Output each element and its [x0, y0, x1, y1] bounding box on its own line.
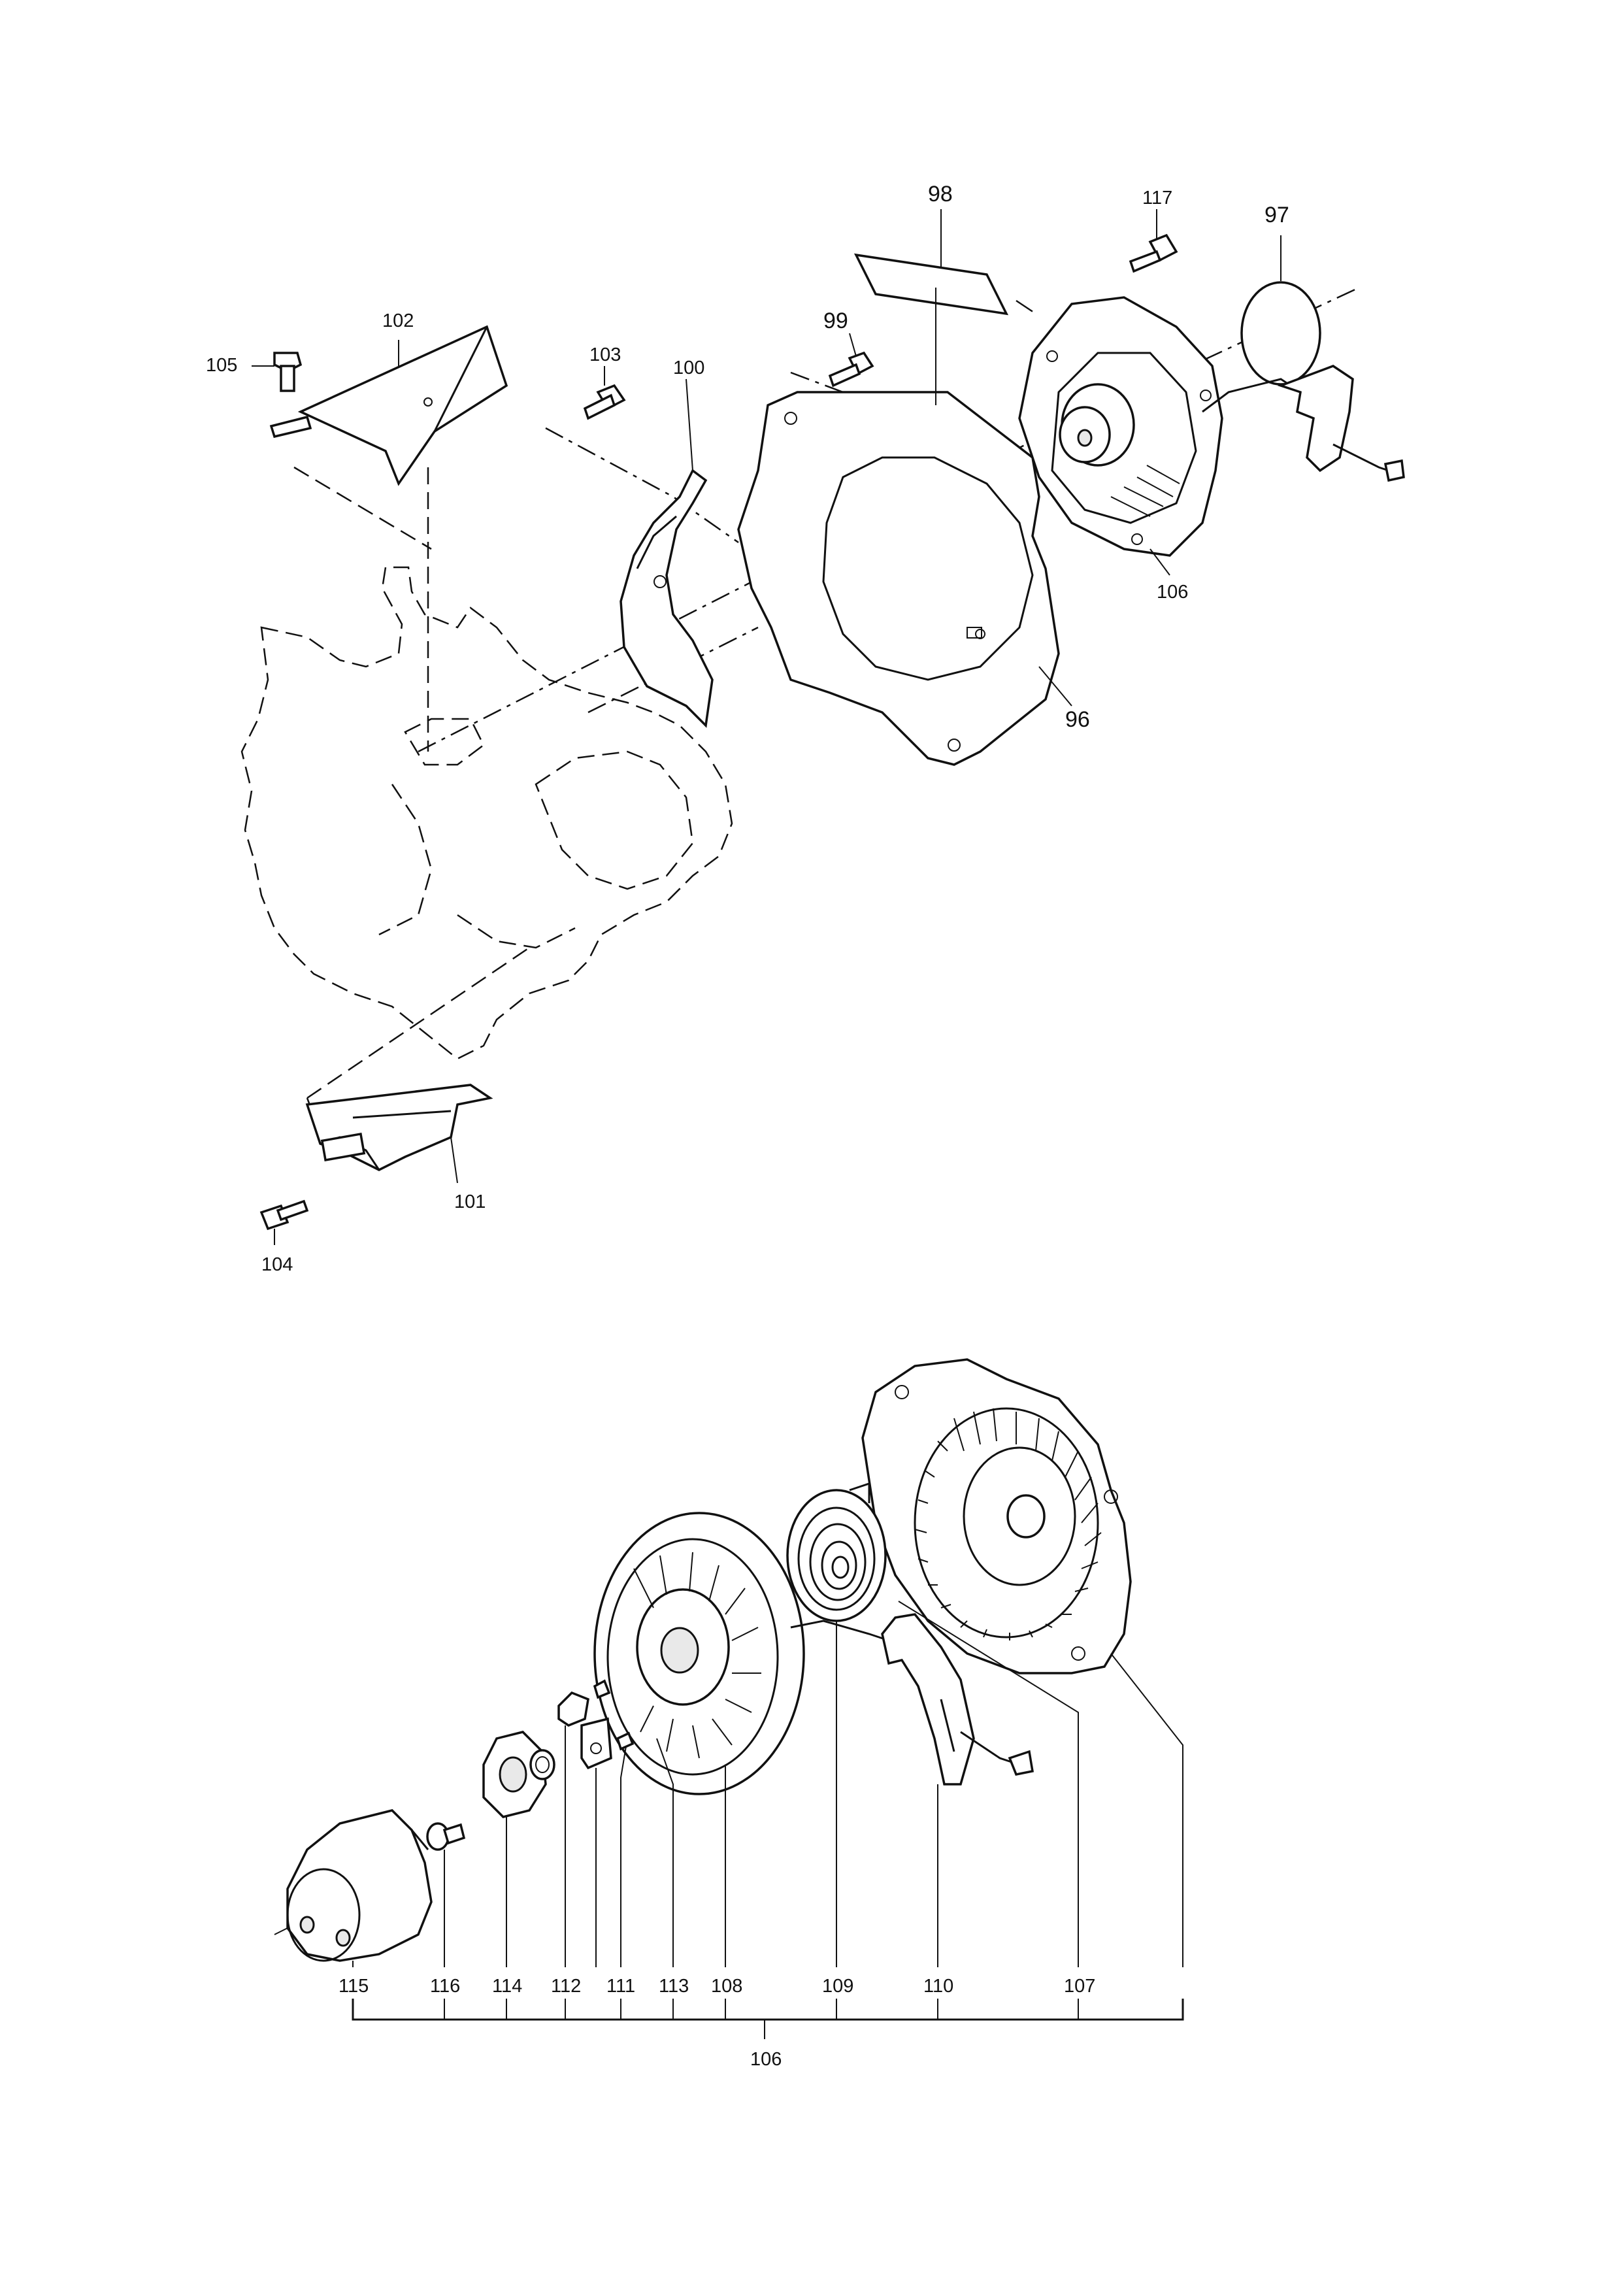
lower-leader-lines	[352, 1601, 1184, 2039]
part-108-pulley-reel	[593, 1512, 889, 1795]
part-98-label	[853, 253, 1009, 316]
part-111-spring-clip	[580, 1717, 612, 1770]
callout-101: 101	[454, 1191, 486, 1212]
part-112-ratchet	[557, 1691, 589, 1727]
callout-114: 114	[492, 1976, 522, 1997]
part-103-screw	[583, 384, 626, 420]
callout-111: 111	[606, 1976, 635, 1997]
callout-108: 108	[711, 1976, 742, 1997]
engine-phantom-outline	[240, 566, 733, 1060]
callout-115: 115	[339, 1976, 369, 1997]
callout-117: 117	[1142, 188, 1172, 208]
part-102-shroud-cover	[297, 325, 508, 486]
callout-102: 102	[382, 310, 414, 331]
callout-104: 104	[261, 1254, 293, 1275]
part-106-recoil-starter-assembled	[1018, 296, 1405, 557]
callout-97: 97	[1265, 203, 1289, 227]
part-101-lower-cover	[305, 1084, 493, 1171]
part-97-cap	[1240, 281, 1321, 386]
upper-leader-lines	[252, 209, 1281, 1245]
part-110-starter-handle	[881, 1613, 1034, 1786]
part-104-bolt	[259, 1199, 309, 1231]
part-113-spring-pin	[593, 1679, 635, 1751]
part-107-starter-housing	[861, 1358, 1132, 1674]
callout-100: 100	[673, 358, 704, 378]
callout-113: 113	[659, 1976, 689, 1997]
callout-96: 96	[1065, 707, 1090, 732]
callout-116: 116	[430, 1976, 460, 1997]
callout-105: 105	[206, 355, 237, 376]
callout-112: 112	[551, 1976, 581, 1997]
callout-103: 103	[589, 344, 621, 365]
part-96-fan-shroud	[737, 391, 1060, 766]
part-117-screw	[1129, 233, 1178, 273]
part-100-baffle-plate	[620, 469, 714, 728]
part-116-screw	[426, 1822, 466, 1851]
part-washer	[529, 1749, 555, 1780]
callout-98: 98	[928, 182, 953, 207]
part-114-friction-plate	[482, 1731, 547, 1818]
callout-109: 109	[822, 1976, 853, 1997]
callout-107: 107	[1064, 1976, 1095, 1997]
part-115-starter-cup	[274, 1809, 433, 1962]
part-109-spiral-spring	[786, 1482, 887, 1622]
callout-110: 110	[923, 1976, 953, 1997]
part-105-bolt	[269, 352, 312, 439]
callout-106-upper: 106	[1157, 582, 1188, 603]
callout-106-group: 106	[750, 2049, 782, 2070]
part-99-screw	[828, 351, 874, 388]
callout-99: 99	[823, 308, 848, 333]
